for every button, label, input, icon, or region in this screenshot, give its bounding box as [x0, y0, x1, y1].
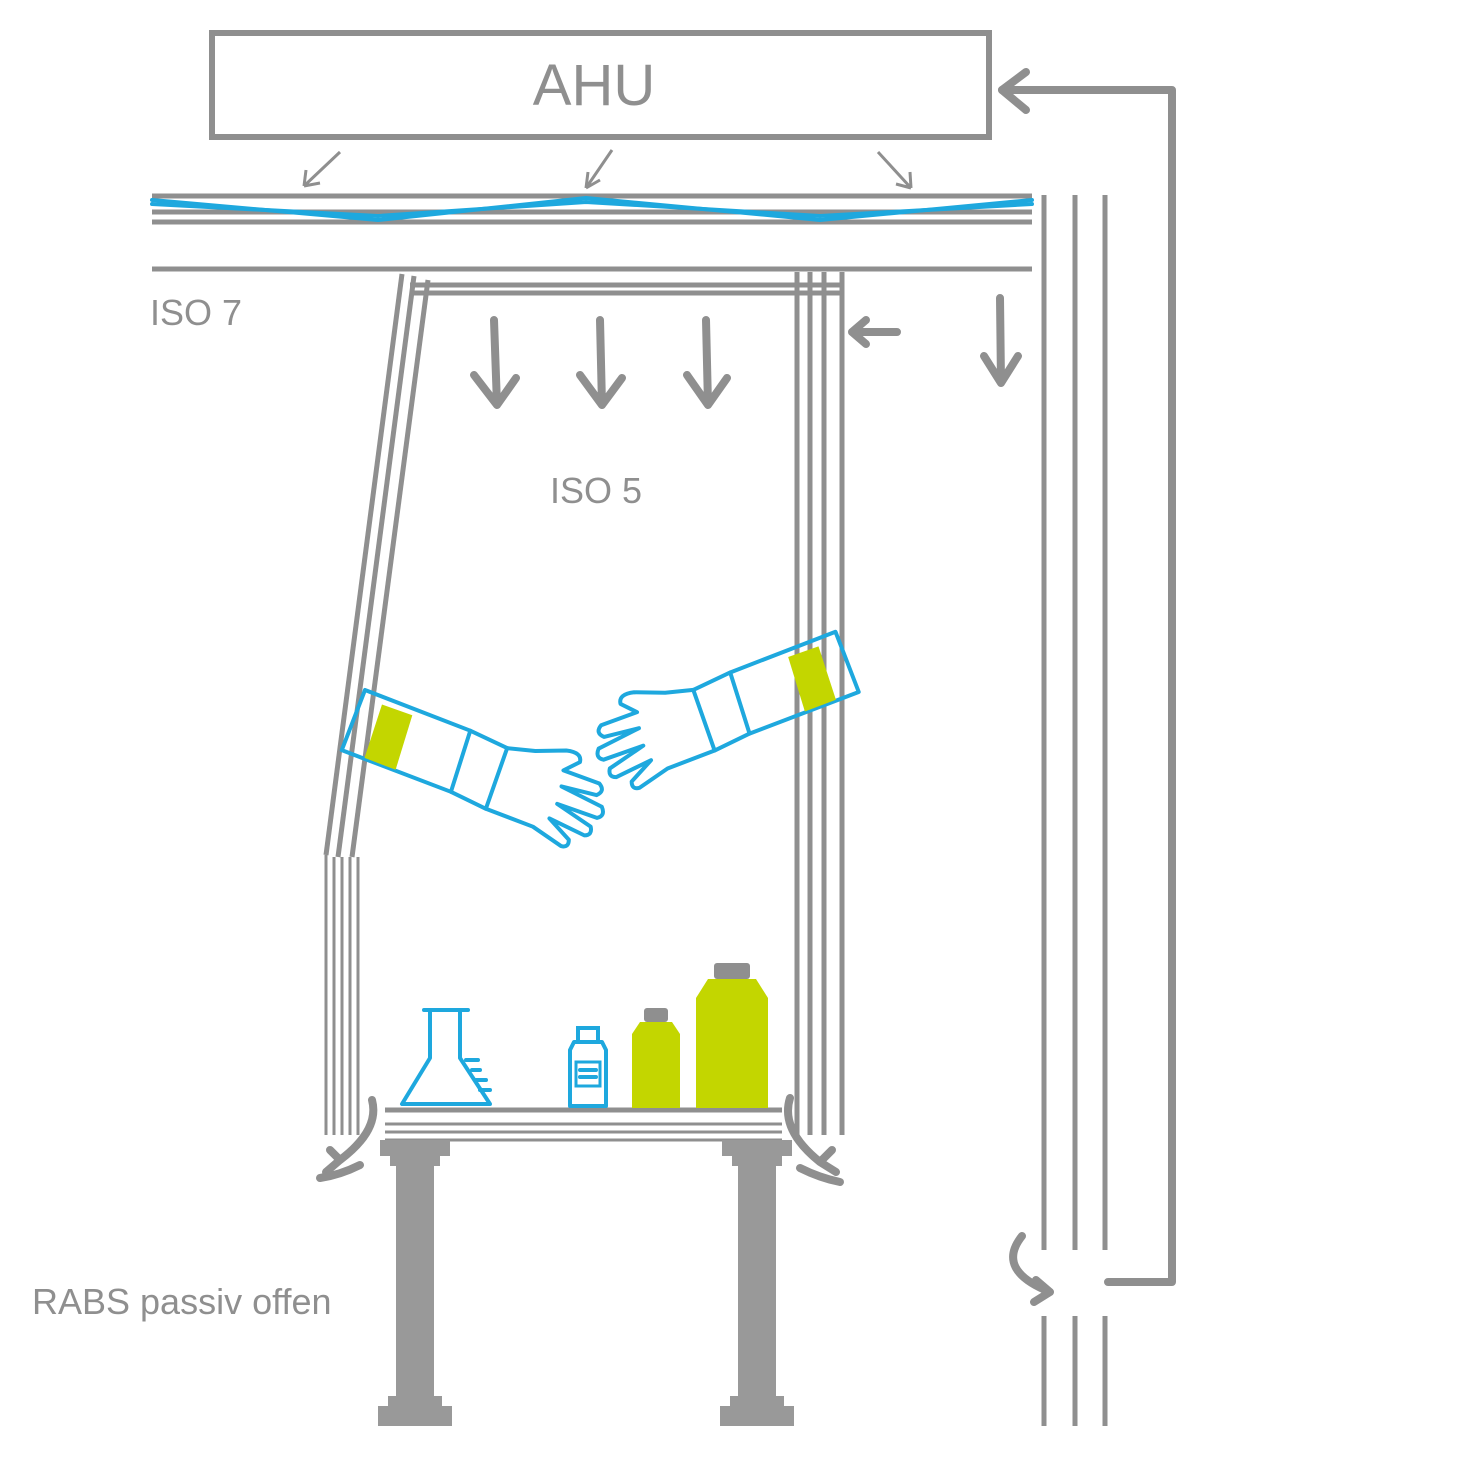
ahu-label: AHU	[533, 53, 655, 118]
left-arrow-icon	[848, 316, 901, 348]
down-arrow-icon	[980, 294, 1022, 387]
iso7-label: ISO 7	[150, 292, 242, 333]
downflow-arrows	[470, 316, 731, 409]
column-icon	[378, 1140, 452, 1426]
vial-icon	[568, 1026, 608, 1108]
return-arrow-icon	[784, 1094, 840, 1176]
room-arrows	[848, 294, 1022, 387]
rabs-top	[410, 282, 842, 296]
glove-cuff	[364, 704, 413, 770]
ahu-unit: AHU	[209, 30, 992, 140]
return-air-line	[998, 68, 1176, 1286]
flask-icon	[400, 1008, 492, 1106]
bottle-icon	[696, 963, 768, 1108]
column-icon	[720, 1140, 794, 1426]
rabs-left-wall	[323, 273, 431, 1135]
outflow-arrows	[316, 1094, 844, 1186]
glove-icon	[339, 688, 605, 849]
return-arrow-icon	[322, 1096, 378, 1176]
down-arrow-icon	[683, 316, 731, 409]
iso5-label: ISO 5	[550, 470, 642, 511]
return-arrow-icon	[1009, 1232, 1054, 1306]
down-arrow-icon	[576, 316, 626, 409]
work-surface	[385, 1107, 782, 1142]
down-arrow-icon	[470, 316, 520, 409]
glove-icon	[595, 629, 861, 791]
ahu-supply-arrows	[302, 149, 913, 190]
ceiling-filter	[150, 193, 1034, 272]
return-duct	[1009, 195, 1108, 1426]
bottle-icon	[632, 1008, 680, 1108]
system-label: RABS passiv offen	[32, 1281, 332, 1322]
glove-cuff	[788, 646, 836, 712]
